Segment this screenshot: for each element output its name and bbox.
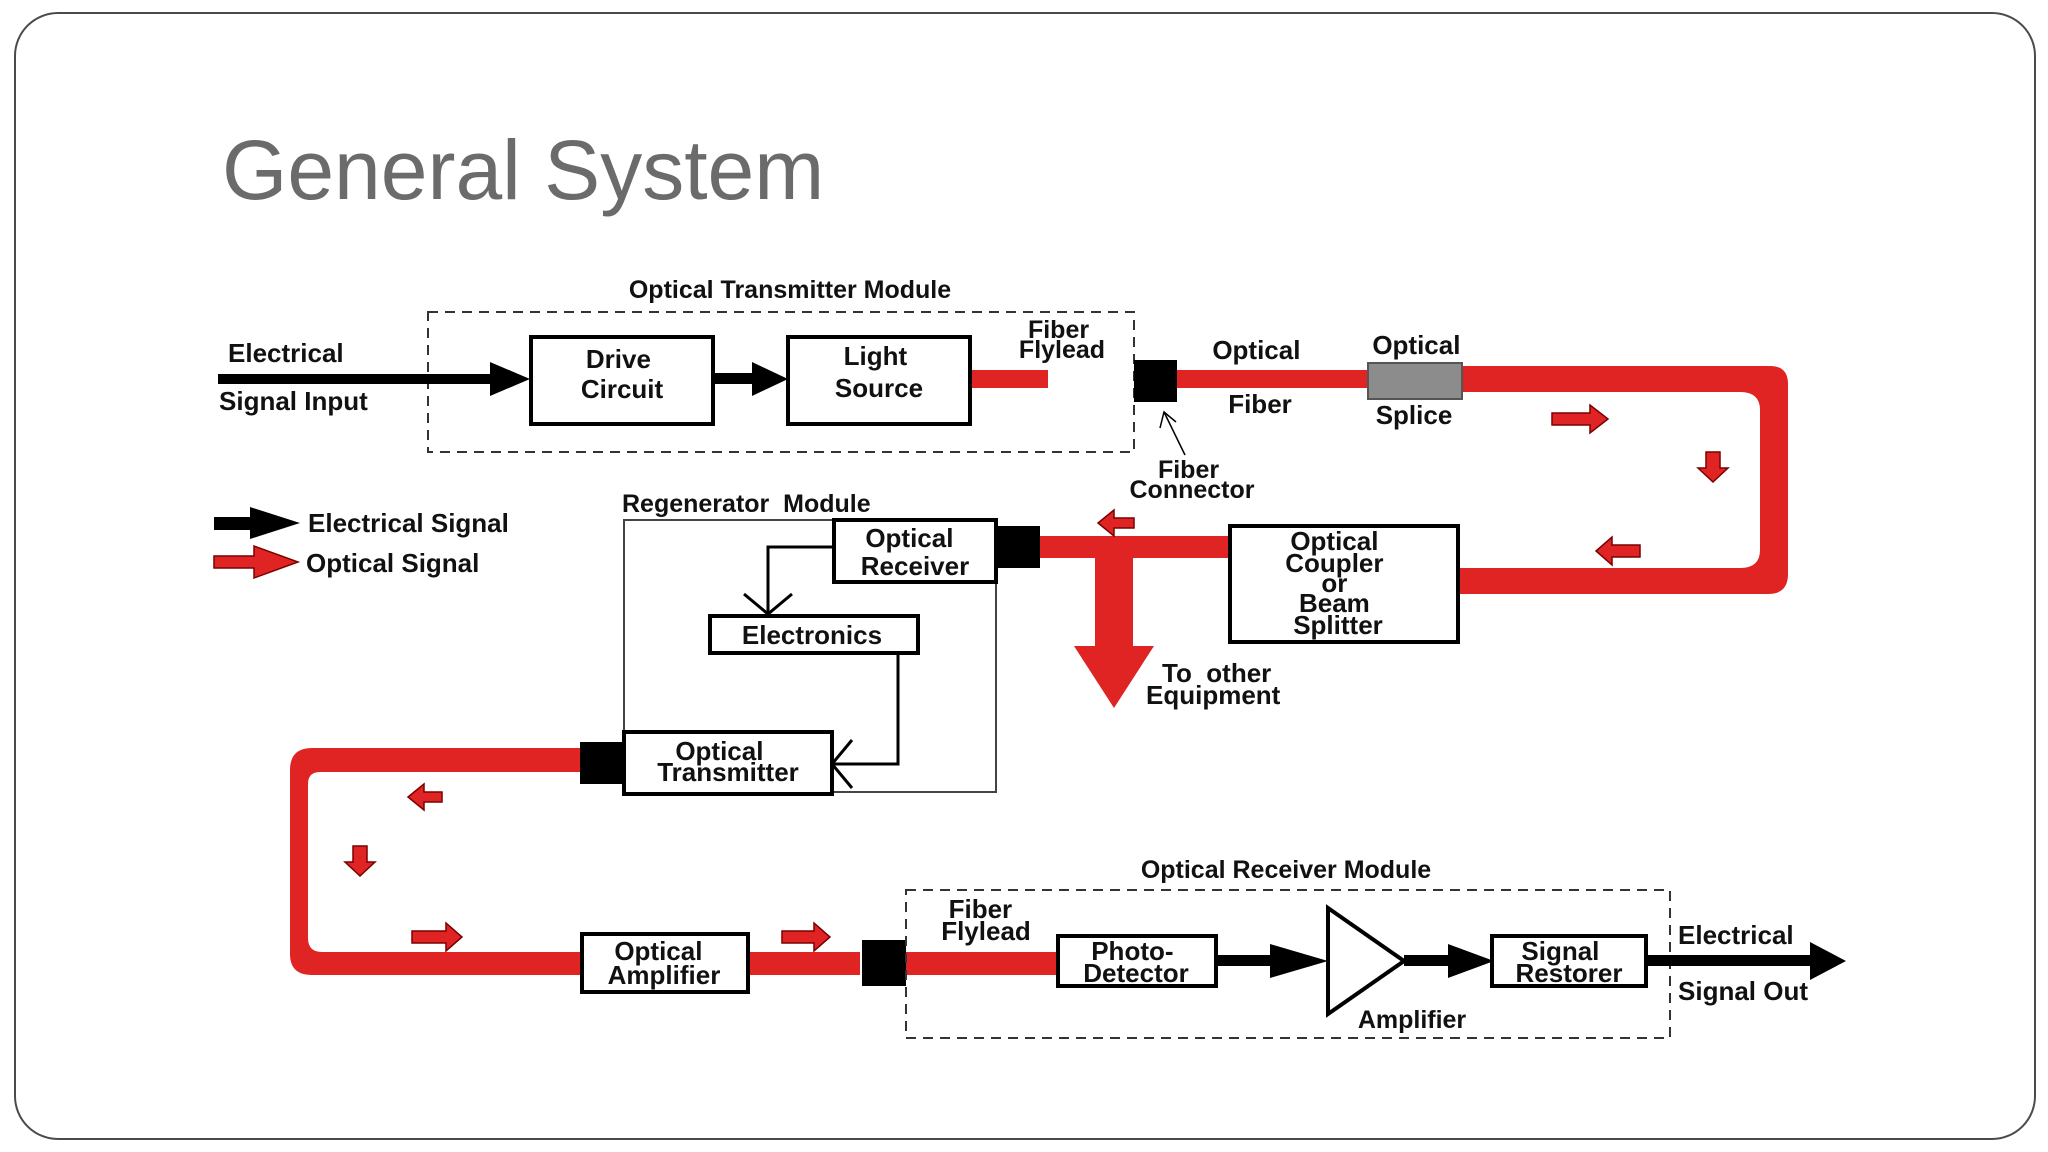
regenerator-module-label: Regenerator Module bbox=[622, 490, 871, 518]
legend-electrical-icon bbox=[214, 507, 300, 539]
optical-splice-box bbox=[1367, 362, 1463, 400]
optical-amplifier-label: Optical Amplifier bbox=[608, 936, 721, 990]
electrical-input-arrow bbox=[218, 362, 530, 396]
electrical-input-label: Electrical Signal Input bbox=[219, 338, 368, 416]
arrow-left-icon bbox=[1594, 535, 1641, 567]
photo-detector-label: Photo- Detector bbox=[1083, 936, 1188, 988]
page-title: General System bbox=[222, 123, 825, 217]
electronics-label: Electronics bbox=[742, 620, 882, 650]
drive-circuit-box bbox=[529, 335, 715, 426]
drive-circuit-label: Drive Circuit bbox=[581, 344, 664, 404]
photo-detector-box bbox=[1056, 934, 1218, 988]
optical-receiver-label: Optical Receiver bbox=[861, 523, 969, 581]
transmitter-module-label: Optical Transmitter Module bbox=[629, 276, 951, 304]
amplifier-triangle bbox=[1326, 904, 1408, 1018]
signal-restorer-box bbox=[1490, 934, 1648, 988]
optical-splice-label: Optical Splice bbox=[1372, 330, 1467, 430]
electrical-output-arrow bbox=[1646, 942, 1846, 980]
fiber-connector-block bbox=[1134, 360, 1177, 402]
optical-fiber-path bbox=[290, 366, 1788, 975]
optical-amplifier-box bbox=[580, 932, 750, 994]
arrow-right-icon bbox=[1551, 403, 1610, 435]
amplifier-to-restorer-arrow bbox=[1404, 944, 1494, 978]
receiver-module-label: Optical Receiver Module bbox=[1141, 856, 1431, 884]
arrow-left-icon bbox=[1096, 508, 1135, 538]
optical-transmitter-label: Optical Transmitter bbox=[657, 736, 799, 787]
light-source-label: Light Source bbox=[835, 341, 923, 403]
regenerator-output-connector bbox=[580, 742, 624, 784]
legend-optical-icon bbox=[213, 544, 301, 580]
fiber-flylead-rx-label: Fiber Flylead bbox=[941, 894, 1031, 946]
legend-electrical-label: Electrical Signal bbox=[308, 508, 509, 538]
receiver-module-connector bbox=[862, 940, 906, 986]
light-source-box bbox=[786, 335, 972, 426]
optical-direction-arrows bbox=[343, 403, 1730, 953]
optical-transmitter-box bbox=[622, 730, 834, 796]
to-other-equipment-label: To other Equipment bbox=[1146, 658, 1281, 710]
fiber-flylead-tx-label: Fiber Flylead bbox=[1019, 316, 1105, 364]
optical-coupler-box bbox=[1228, 524, 1460, 644]
arrow-right-icon bbox=[781, 921, 832, 953]
fiber-connector-pointer bbox=[1159, 410, 1186, 456]
amplifier-label: Amplifier bbox=[1358, 1006, 1467, 1034]
legend-optical-label: Optical Signal bbox=[306, 548, 479, 578]
arrow-right-icon bbox=[411, 921, 464, 953]
receiver-to-electronics-arrow bbox=[743, 545, 834, 616]
drive-to-source-arrow bbox=[713, 362, 788, 396]
regenerator-input-connector bbox=[996, 526, 1040, 568]
electronics-to-transmitter-arrow bbox=[830, 653, 900, 789]
detector-to-amplifier-arrow bbox=[1216, 944, 1328, 978]
system-diagram: Optical Transmitter Module Electrical Si… bbox=[196, 262, 1890, 1132]
signal-restorer-label: Signal Restorer bbox=[1516, 936, 1623, 988]
fiber-connector-label: Fiber Connector bbox=[1130, 456, 1255, 504]
optical-fiber-label: Optical Fiber bbox=[1212, 335, 1307, 419]
electronics-box bbox=[708, 614, 920, 655]
legend: Electrical Signal Optical Signal bbox=[213, 507, 509, 580]
arrow-left-icon bbox=[406, 782, 443, 812]
electrical-output-label: Electrical Signal Out bbox=[1678, 920, 1808, 1006]
arrow-down-icon bbox=[1696, 451, 1730, 484]
optical-coupler-label: Optical Coupler or Beam Splitter bbox=[1285, 526, 1390, 640]
arrow-down-icon bbox=[343, 845, 377, 878]
